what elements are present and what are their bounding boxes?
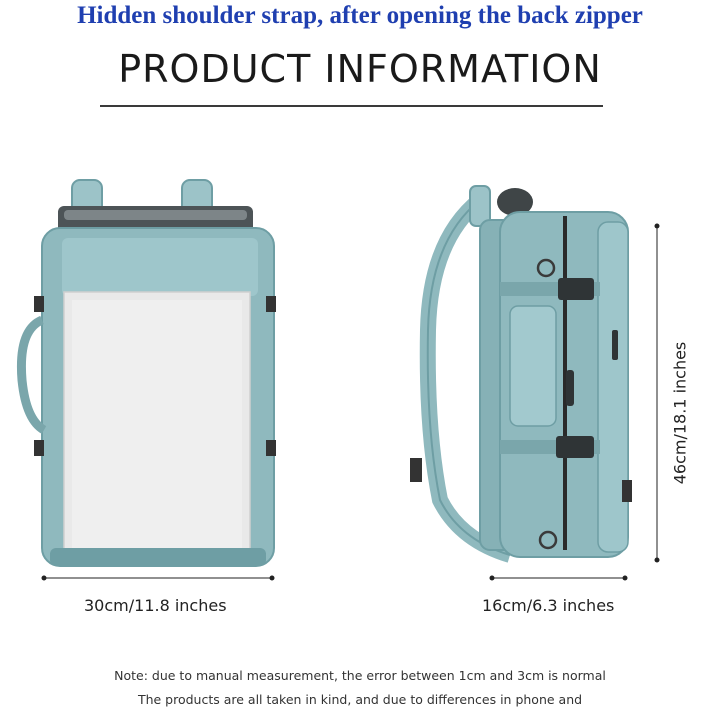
title-divider [100, 105, 603, 107]
banner-caption: Hidden shoulder strap, after opening the… [77, 2, 643, 29]
width-dimension-line [41, 575, 275, 581]
front-backpack-illustration [16, 179, 276, 567]
width-label: 30cm/11.8 inches [84, 596, 227, 615]
height-dimension-line [654, 223, 660, 563]
height-label: 46cm/18.1 inches [670, 341, 690, 485]
depth-label: 16cm/6.3 inches [482, 596, 615, 615]
depth-dimension-line [489, 575, 628, 581]
note-line-1: Note: due to manual measurement, the err… [114, 668, 606, 683]
note-line-2: The products are all taken in kind, and … [137, 692, 583, 707]
page-title: PRODUCT INFORMATION [118, 47, 602, 91]
side-backpack-illustration [410, 185, 632, 563]
